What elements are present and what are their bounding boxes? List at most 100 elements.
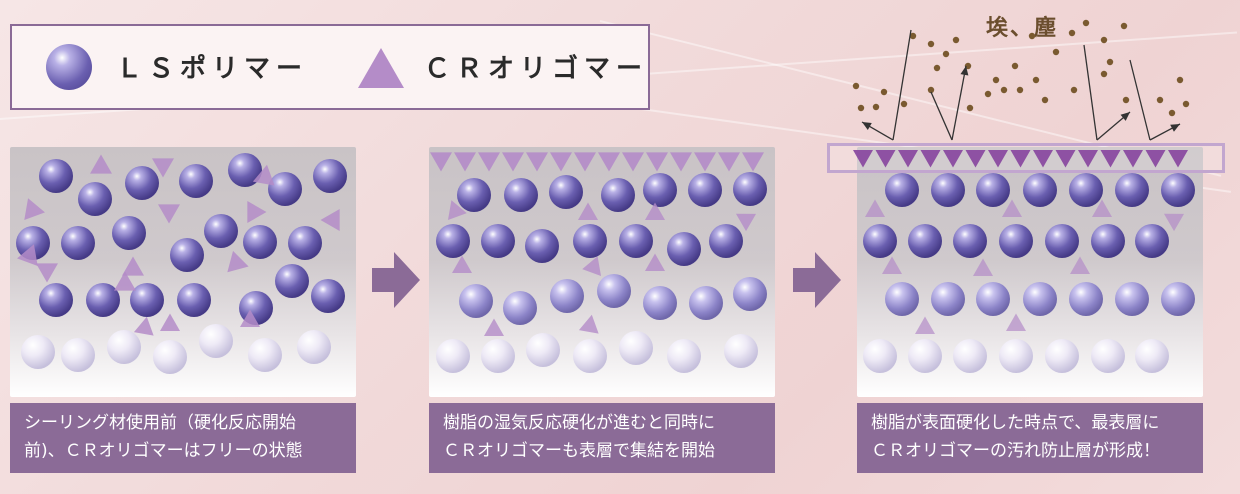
cr-oligomer-triangle bbox=[973, 258, 993, 276]
cr-oligomer-triangle bbox=[1078, 150, 1098, 168]
ls-polymer-sphere bbox=[724, 334, 758, 368]
cr-oligomer-triangle bbox=[645, 253, 665, 271]
cr-oligomer-legend-icon bbox=[358, 48, 404, 88]
ls-polymer-sphere bbox=[248, 338, 282, 372]
ls-polymer-sphere bbox=[601, 178, 635, 212]
dust-particle bbox=[927, 86, 935, 94]
ls-polymer-sphere bbox=[976, 173, 1010, 207]
ls-polymer-sphere bbox=[130, 283, 164, 317]
bounce-line bbox=[930, 91, 953, 141]
cr-oligomer-triangle bbox=[1070, 256, 1090, 274]
ls-polymer-sphere bbox=[457, 178, 491, 212]
cr-oligomer-triangle bbox=[988, 150, 1008, 168]
dust-particle bbox=[1016, 86, 1024, 94]
ls-polymer-sphere bbox=[643, 173, 677, 207]
bounce-line bbox=[1083, 44, 1098, 141]
cr-oligomer-triangle bbox=[90, 154, 112, 174]
dust-particle bbox=[1120, 22, 1128, 30]
ls-polymer-sphere bbox=[733, 277, 767, 311]
ls-polymer-sphere bbox=[268, 172, 302, 206]
cr-oligomer-triangle bbox=[670, 152, 692, 172]
bounce-line bbox=[951, 65, 967, 141]
cr-oligomer-triangle bbox=[17, 244, 38, 266]
ls-polymer-sphere bbox=[503, 291, 537, 325]
ls-polymer-sphere bbox=[953, 339, 987, 373]
ls-polymer-sphere bbox=[1161, 173, 1195, 207]
dust-particle bbox=[857, 104, 865, 112]
cr-oligomer-triangle bbox=[1123, 150, 1143, 168]
ls-polymer-sphere bbox=[288, 226, 322, 260]
cr-oligomer-triangle bbox=[1033, 150, 1053, 168]
bounce-arrowhead-icon bbox=[960, 66, 969, 76]
dust-particle bbox=[1168, 109, 1176, 117]
caption-surface-cured: 樹脂が表面硬化した時点で、最表層に ＣＲオリゴマーの汚れ防止層が形成！ bbox=[857, 403, 1203, 473]
caption-line: シーリング材使用前（硬化反応開始 bbox=[24, 413, 296, 433]
cr-oligomer-triangle bbox=[160, 313, 180, 331]
dust-particle bbox=[933, 64, 941, 72]
ls-polymer-sphere bbox=[931, 282, 965, 316]
ls-polymer-sphere bbox=[1069, 173, 1103, 207]
dust-particle bbox=[927, 40, 935, 48]
caption-before-curing: シーリング材使用前（硬化反応開始 前)、ＣＲオリゴマーはフリーの状態 bbox=[10, 403, 356, 473]
ls-polymer-sphere bbox=[1045, 339, 1079, 373]
cr-oligomer-triangle bbox=[645, 202, 665, 220]
cr-oligomer-triangle bbox=[247, 201, 267, 223]
caption-line: 樹脂が表面硬化した時点で、最表層に bbox=[871, 413, 1160, 433]
ls-polymer-sphere bbox=[297, 330, 331, 364]
dust-particle bbox=[1082, 19, 1090, 27]
cr-oligomer-triangle bbox=[735, 213, 757, 232]
dust-particle bbox=[1011, 62, 1019, 70]
cr-oligomer-triangle bbox=[484, 318, 504, 336]
ls-polymer-sphere bbox=[1135, 224, 1169, 258]
cr-oligomer-triangle bbox=[320, 209, 340, 231]
step-arrow-icon bbox=[372, 252, 420, 308]
ls-polymer-sphere bbox=[597, 274, 631, 308]
ls-polymer-sphere bbox=[667, 232, 701, 266]
dust-particle bbox=[872, 103, 880, 111]
ls-polymer-sphere bbox=[863, 224, 897, 258]
ls-polymer-sphere bbox=[1135, 339, 1169, 373]
ls-polymer-sphere bbox=[1023, 173, 1057, 207]
cr-oligomer-triangle bbox=[452, 255, 472, 273]
ls-polymer-sphere bbox=[243, 225, 277, 259]
ls-polymer-sphere bbox=[863, 339, 897, 373]
caption-line: 前)、ＣＲオリゴマーはフリーの状態 bbox=[24, 441, 303, 461]
dust-particle bbox=[1100, 70, 1108, 78]
cr-oligomer-triangle bbox=[526, 152, 548, 172]
dust-particle bbox=[900, 100, 908, 108]
cr-oligomer-label: ＣＲオリゴマー bbox=[424, 54, 649, 84]
ls-polymer-sphere bbox=[709, 224, 743, 258]
dust-particle bbox=[1156, 96, 1164, 104]
cr-oligomer-triangle bbox=[478, 152, 500, 172]
ls-polymer-sphere bbox=[39, 283, 73, 317]
ls-polymer-sphere bbox=[526, 333, 560, 367]
ls-polymer-sphere bbox=[481, 339, 515, 373]
cr-oligomer-triangle bbox=[1163, 213, 1185, 232]
dust-label: 埃、塵 bbox=[986, 16, 1059, 41]
ls-polymer-sphere bbox=[1045, 224, 1079, 258]
ls-polymer-sphere bbox=[689, 286, 723, 320]
cr-oligomer-triangle bbox=[578, 202, 598, 220]
dust-particle bbox=[1068, 29, 1076, 37]
ls-polymer-sphere bbox=[525, 229, 559, 263]
bounce-arrowhead-icon bbox=[1120, 112, 1130, 121]
ls-polymer-sphere bbox=[573, 339, 607, 373]
ls-polymer-sphere bbox=[908, 339, 942, 373]
dust-particle bbox=[992, 76, 1000, 84]
dust-particle bbox=[880, 88, 888, 96]
cr-oligomer-triangle bbox=[133, 316, 154, 336]
ls-polymer-sphere bbox=[885, 282, 919, 316]
ls-polymer-sphere bbox=[179, 164, 213, 198]
ls-polymer-sphere bbox=[228, 153, 262, 187]
cr-oligomer-triangle bbox=[578, 314, 599, 334]
ls-polymer-sphere bbox=[1161, 282, 1195, 316]
ls-polymer-sphere bbox=[504, 178, 538, 212]
ls-polymer-sphere bbox=[16, 226, 50, 260]
cr-oligomer-triangle bbox=[1092, 199, 1112, 217]
ls-polymer-sphere bbox=[436, 224, 470, 258]
ls-polymer-sphere bbox=[1115, 282, 1149, 316]
ls-polymer-sphere bbox=[643, 286, 677, 320]
ls-polymer-sphere bbox=[573, 224, 607, 258]
cr-oligomer-triangle bbox=[865, 199, 885, 217]
